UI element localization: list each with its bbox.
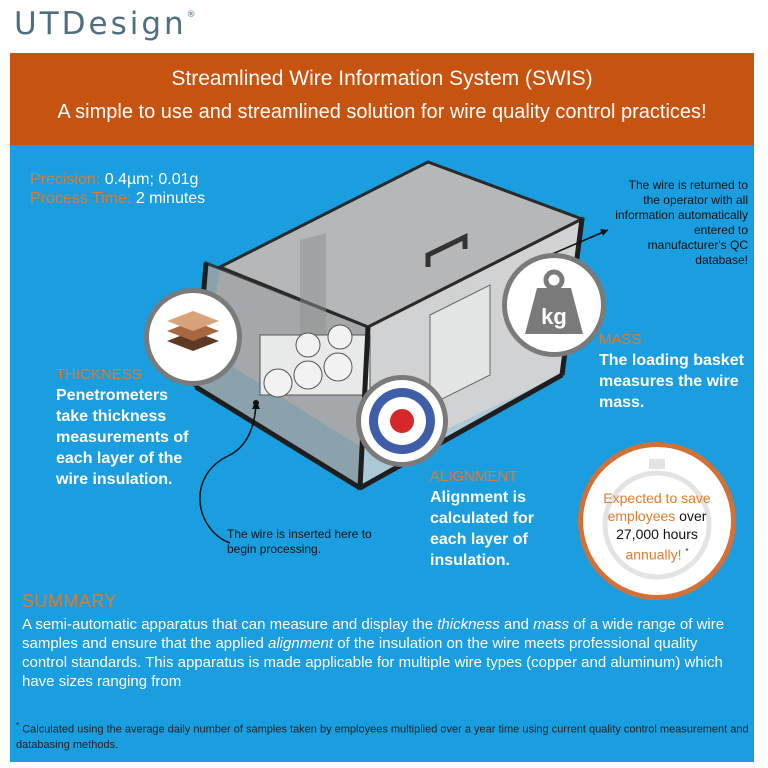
savings-text: Expected to save employees over 27,000 h… — [603, 490, 711, 563]
layers-icon — [144, 288, 242, 386]
target-icon — [356, 375, 448, 467]
alignment-text: Alignment is calculated for each layer o… — [430, 489, 535, 569]
title-banner: Streamlined Wire Information System (SWI… — [10, 53, 754, 145]
precision-spec: Precision: 0.4µm; 0.01g Process Time: 2 … — [30, 170, 205, 208]
poster-title: Streamlined Wire Information System (SWI… — [171, 67, 593, 90]
thickness-text: Penetrometers take thickness measurement… — [56, 387, 189, 488]
savings-badge: Expected to save employees over 27,000 h… — [578, 442, 736, 600]
main-panel: kg Precision: 0.4µm; 0.01g Process Time:… — [10, 145, 754, 762]
poster-subtitle: A simple to use and streamlined solution… — [57, 101, 707, 123]
summary-text: A semi-automatic apparatus that can meas… — [22, 616, 725, 690]
weight-icon: kg — [502, 253, 606, 357]
precision-value: 0.4µm; 0.01g — [104, 171, 199, 188]
mass-label: MASS — [599, 331, 642, 348]
process-time-label: Process Time: — [30, 190, 132, 207]
registered-mark: ® — [186, 10, 196, 20]
kg-label: kg — [541, 304, 567, 329]
mass-text: The loading basket measures the wire mas… — [599, 352, 744, 411]
process-time-value: 2 minutes — [135, 190, 206, 207]
precision-label: Precision: — [30, 171, 101, 188]
alignment-label: ALIGNMENT — [430, 468, 518, 485]
thickness-label: THICKNESS — [56, 366, 142, 383]
insert-callout: The wire is inserted here to begin proce… — [227, 527, 372, 556]
utdesign-logo: UTDesign® — [14, 6, 196, 42]
footnote: * Calculated using the average daily num… — [16, 721, 749, 751]
summary-title: SUMMARY — [22, 591, 118, 611]
stopwatch-icon — [602, 459, 712, 580]
return-callout: The wire is returned to the operator wit… — [615, 178, 748, 267]
apparatus-illustration — [193, 160, 609, 544]
